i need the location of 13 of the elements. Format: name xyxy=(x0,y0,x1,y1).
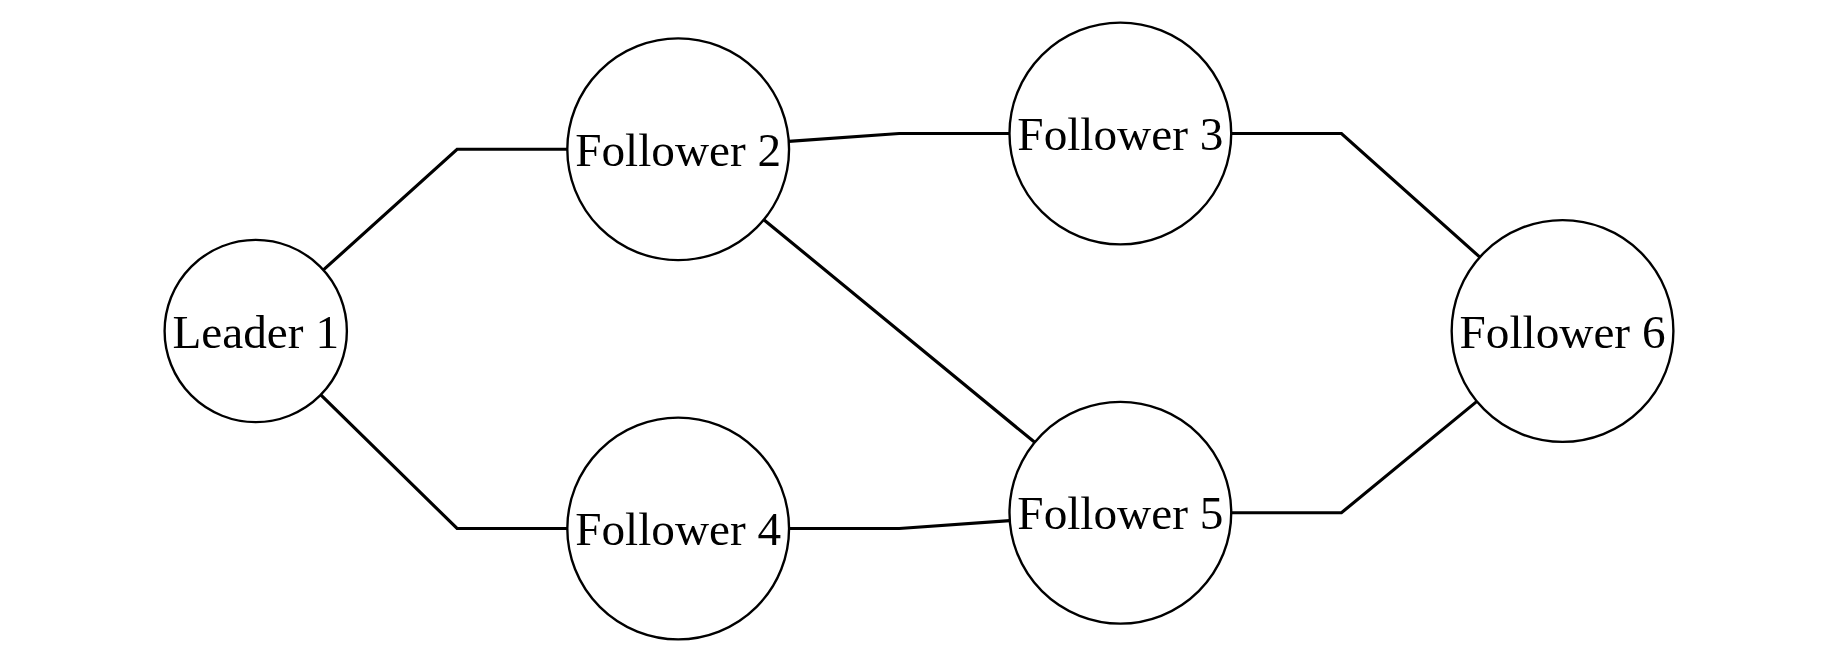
connector xyxy=(319,393,567,531)
node-circle: Leader 1 xyxy=(162,238,348,424)
connector xyxy=(1230,131,1481,259)
node-circle: Follower 3 xyxy=(1007,21,1232,246)
connector xyxy=(321,147,567,272)
node-circle: Follower 6 xyxy=(1450,218,1675,444)
connector xyxy=(788,131,1009,143)
node-circle: Follower 5 xyxy=(1007,400,1232,625)
node-circle: Follower 4 xyxy=(565,416,790,641)
node-circle: Follower 2 xyxy=(565,37,790,262)
connector xyxy=(762,218,1036,444)
connector xyxy=(1230,400,1478,515)
connector xyxy=(788,519,1010,531)
